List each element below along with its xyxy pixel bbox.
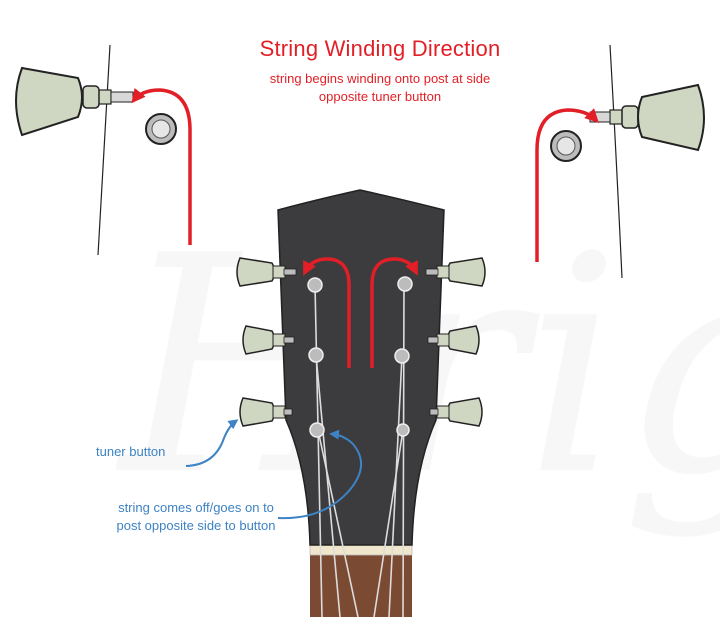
tuner-button-icon — [446, 257, 486, 287]
string-4 — [373, 429, 404, 617]
tuner-button-icon — [15, 66, 83, 137]
left-string-post-side — [110, 91, 134, 103]
tuner-post-icon — [308, 347, 324, 363]
tuner-button-icon — [637, 83, 705, 152]
subtitle-line-1: string begins winding onto post at side — [269, 71, 491, 86]
right-headstock-edge — [609, 44, 623, 279]
tuner-button-icon — [236, 257, 276, 287]
string-6 — [402, 283, 405, 617]
tuner-button-icon — [242, 325, 276, 355]
right-tuner-collar — [621, 105, 639, 129]
right-tuner-row — [425, 257, 486, 427]
headstock — [236, 189, 486, 617]
diagram-subtitle: string begins winding onto post at side … — [200, 70, 560, 106]
left-tuner-inset — [15, 44, 192, 256]
curved-arrow-icon — [131, 87, 192, 245]
tuner-post-icon — [394, 348, 410, 364]
tuner-post-icon — [396, 423, 410, 437]
subtitle-line-2: opposite tuner button — [318, 89, 442, 104]
callout-arrow-string — [277, 429, 362, 520]
tuner-button-icon — [446, 397, 483, 427]
string-3 — [317, 429, 359, 617]
fretboard — [310, 545, 412, 617]
right-tuner-inset — [535, 44, 705, 279]
curved-arrow-icon — [370, 257, 418, 368]
tuner-button-icon — [446, 325, 480, 355]
string-5 — [388, 355, 403, 617]
left-headstock-edge — [97, 44, 111, 256]
tuner-posts — [307, 276, 413, 438]
nut — [309, 544, 413, 556]
callout-string-line-2: post opposite side to button — [116, 518, 276, 533]
tuner-post-icon — [397, 276, 413, 292]
diagram-title: String Winding Direction — [259, 36, 501, 61]
callout-arrow-tuner — [185, 419, 239, 467]
tuner-post-icon — [309, 422, 325, 438]
strings — [314, 283, 405, 617]
left-tuner-collar — [82, 85, 100, 109]
tuner-post-icon — [307, 277, 323, 293]
string-2 — [315, 354, 341, 617]
string-1 — [314, 284, 323, 617]
curved-arrow-icon — [303, 257, 351, 368]
left-tuner-row — [236, 257, 297, 427]
callout-string-line-1: string comes off/goes on to — [118, 500, 274, 515]
callout-string-side: string comes off/goes on to post opposit… — [96, 499, 296, 535]
curved-arrow-icon — [535, 108, 599, 262]
callout-tuner-button: tuner button — [96, 444, 166, 459]
tuner-button-icon — [239, 397, 276, 427]
